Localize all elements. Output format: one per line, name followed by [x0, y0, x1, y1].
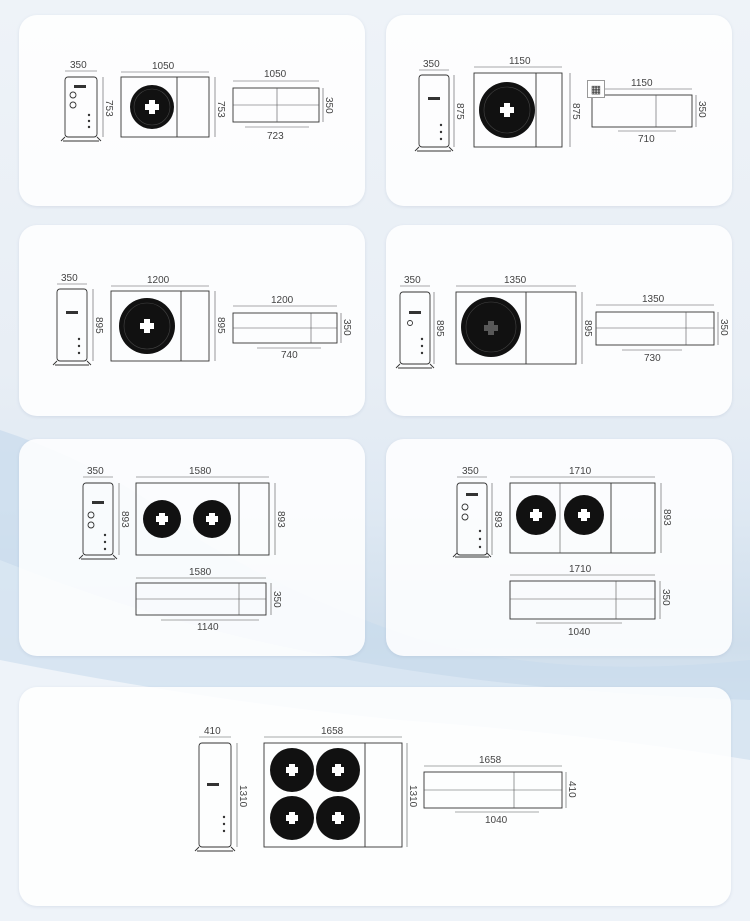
model-card-1: 350 753 1050 753 1050 [19, 15, 365, 206]
top-depth-label: 350 [323, 97, 334, 114]
tank-side-view: 350 893 [78, 466, 130, 560]
model-card-7: 410 1310 1658 1310 1658 [19, 687, 731, 906]
tank-width-label: 350 [87, 466, 104, 477]
tank-side-view: 350 753 [60, 60, 114, 142]
tank-height-label: 893 [119, 511, 130, 528]
top-depth-label: 350 [718, 319, 729, 336]
top-depth-label: 410 [566, 781, 577, 798]
unit-width-label: 1150 [509, 56, 531, 67]
model-card-5: 350 893 1580 893 1580 [19, 439, 365, 656]
unit-width-label: 1658 [321, 726, 344, 737]
unit-top-view: 1200 350 740 [232, 295, 352, 361]
unit-width-label: 1200 [147, 275, 170, 286]
tank-side-view: 350 893 [452, 466, 503, 558]
tank-width-label: 350 [462, 466, 479, 477]
mount-spacing-label: 730 [644, 353, 661, 364]
unit-width-label: 1350 [504, 275, 527, 286]
unit-width-label: 1050 [152, 61, 175, 72]
unit-front-view: 1350 895 [455, 275, 593, 365]
dimension-drawing-1: 350 753 1050 753 1050 [60, 60, 334, 142]
dimension-drawing-4: 350 895 1350 895 1350 35 [395, 275, 729, 369]
unit-top-view: 1658 410 1040 [423, 755, 577, 826]
tank-height-label: 895 [434, 320, 445, 337]
top-width-label: 1350 [642, 294, 665, 305]
unit-top-view: 1710 350 1040 [509, 564, 671, 638]
model-card-4: 350 895 1350 895 1350 35 [386, 225, 732, 416]
top-width-label: 1050 [264, 69, 287, 80]
mount-spacing-label: 1040 [485, 815, 508, 826]
unit-front-view: 1050 753 [120, 61, 226, 138]
tank-width-label: 350 [423, 59, 440, 70]
top-depth-label: 350 [341, 319, 352, 336]
unit-top-view: 1050 350 723 [232, 69, 334, 142]
unit-width-label: 1580 [189, 466, 212, 477]
top-depth-label: 350 [696, 101, 707, 118]
mount-spacing-label: 710 [638, 134, 655, 145]
unit-height-label: 875 [570, 103, 581, 120]
tank-height-label: 875 [454, 103, 465, 120]
dimension-drawing-2: 350 875 1150 875 1150 350 [414, 56, 707, 152]
tank-width-label: 410 [204, 726, 221, 737]
top-width-label: 1150 [631, 78, 653, 89]
mount-spacing-label: 1040 [568, 627, 591, 638]
tank-height-label: 895 [93, 317, 104, 334]
unit-height-label: 1310 [407, 785, 418, 808]
unit-height-label: 893 [275, 511, 286, 528]
model-card-3: 350 895 1200 895 1200 350 [19, 225, 365, 416]
unit-top-view: 1350 350 730 [595, 294, 729, 364]
tank-width-label: 350 [404, 275, 421, 286]
tank-side-view: 350 875 [414, 59, 465, 152]
unit-front-view: 1200 895 [110, 275, 226, 362]
unit-front-view: 1658 1310 [263, 726, 418, 848]
tank-height-label: 1310 [237, 785, 248, 808]
unit-top-view: 1580 350 1140 [135, 567, 282, 633]
top-width-label: 1658 [479, 755, 502, 766]
tank-height-label: 753 [103, 100, 114, 117]
unit-height-label: 893 [661, 509, 672, 526]
tank-side-view: 350 895 [395, 275, 445, 369]
model-card-6: 350 893 1710 893 1710 [386, 439, 732, 656]
unit-front-view: 1580 893 [135, 466, 286, 556]
mount-spacing-label: 740 [281, 350, 298, 361]
unit-height-label: 895 [582, 320, 593, 337]
mount-spacing-label: 723 [267, 131, 284, 142]
top-width-label: 1200 [271, 295, 294, 306]
fan-icon [461, 297, 521, 357]
dimension-drawing-6: 350 893 1710 893 1710 [452, 466, 672, 638]
top-width-label: 1710 [569, 564, 592, 575]
model-card-2: 350 875 1150 875 1150 350 [386, 15, 732, 206]
tank-width-label: 350 [70, 60, 87, 71]
top-width-label: 1580 [189, 567, 212, 578]
top-depth-label: 350 [271, 591, 282, 608]
tank-width-label: 350 [61, 273, 78, 284]
unit-front-view: 1710 893 [509, 466, 672, 554]
dimension-drawing-3: 350 895 1200 895 1200 350 [52, 273, 352, 366]
unit-width-label: 1710 [569, 466, 592, 477]
unit-height-label: 895 [215, 317, 226, 334]
mount-spacing-label: 1140 [197, 622, 219, 633]
unit-top-view: 1150 350 710 [591, 78, 707, 145]
unit-height-label: 753 [215, 101, 226, 118]
top-depth-label: 350 [660, 589, 671, 606]
tank-height-label: 893 [492, 511, 503, 528]
tank-side-view: 350 895 [52, 273, 104, 366]
qr-code-icon[interactable]: ▦ [587, 80, 605, 98]
dimension-drawing-7: 410 1310 1658 1310 1658 [194, 726, 577, 852]
dimension-drawing-5: 350 893 1580 893 1580 [78, 466, 286, 633]
tank-side-view: 410 1310 [194, 726, 248, 852]
unit-front-view: 1150 875 [473, 56, 581, 148]
